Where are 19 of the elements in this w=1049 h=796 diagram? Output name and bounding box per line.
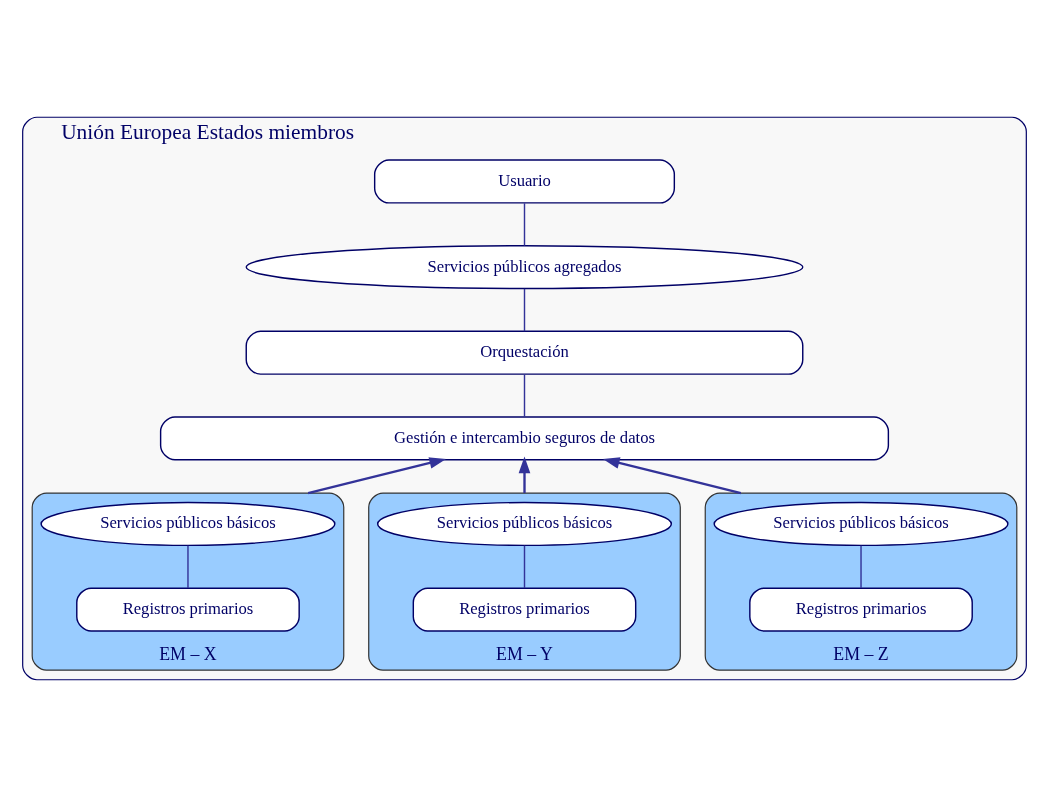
arrow [602, 456, 742, 494]
arrow [518, 456, 531, 493]
node-box: Orquestación [245, 330, 804, 375]
node-ellipse: Servicios públicos básicos [376, 501, 673, 546]
node-ellipse: Servicios públicos agregados [245, 244, 804, 289]
connector [523, 202, 526, 246]
connector [523, 287, 526, 332]
connector [523, 373, 526, 418]
arrow [307, 456, 447, 494]
connector [187, 544, 189, 589]
node-box: Registros primarios [749, 586, 973, 632]
node-box: Registros primarios [412, 586, 637, 632]
node-box: Usuario [373, 158, 676, 204]
connector [860, 544, 862, 589]
node-box: Gestión e intercambio seguros de datos [159, 415, 890, 460]
node-ellipse: Servicios públicos básicos [713, 501, 1009, 546]
node-ellipse: Servicios públicos básicos [40, 501, 336, 546]
node-box: Registros primarios [76, 586, 300, 632]
connector [523, 544, 526, 589]
